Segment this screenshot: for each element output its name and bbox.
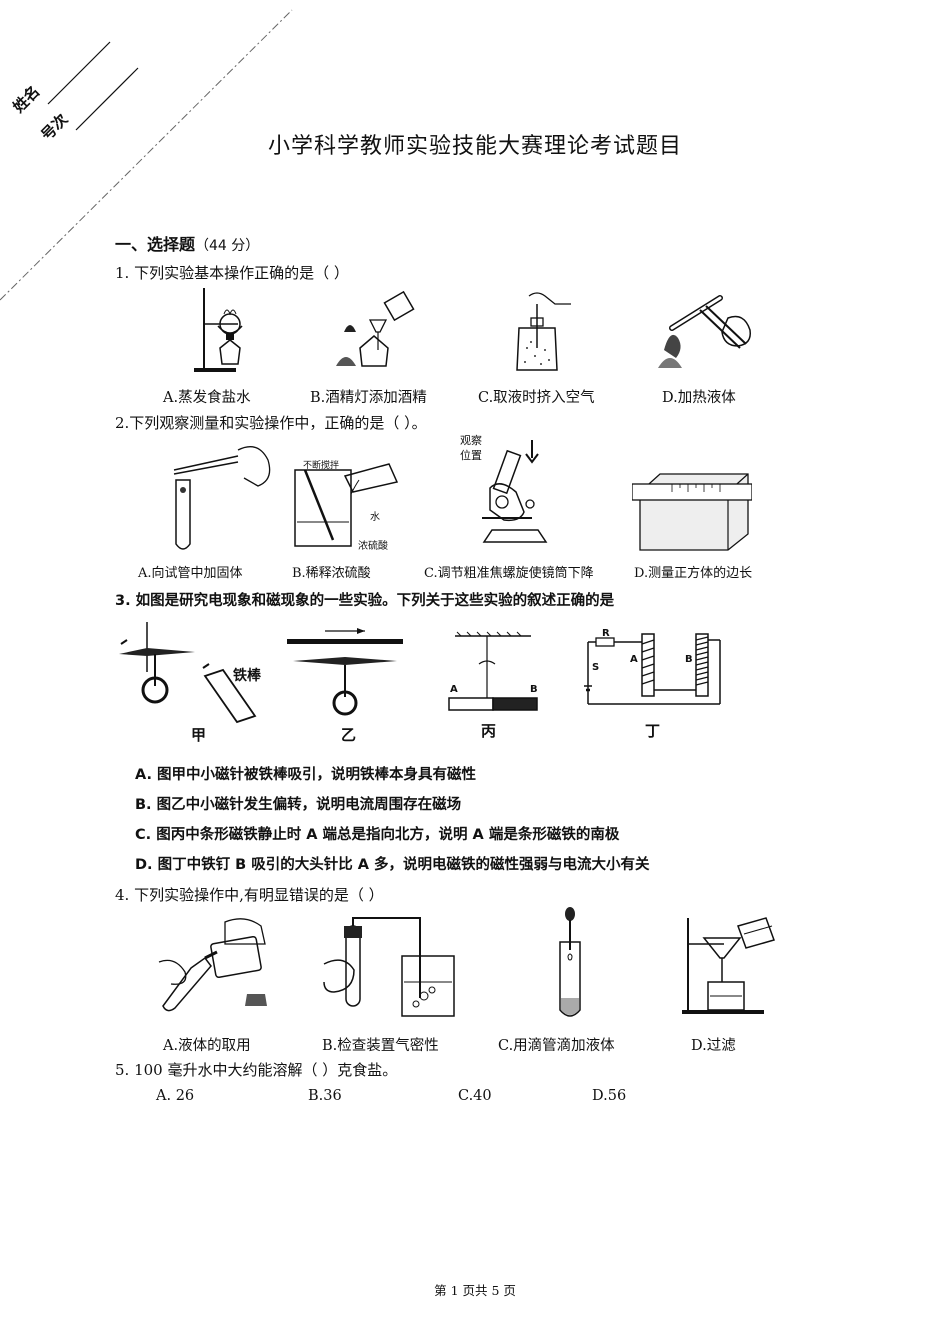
- q3-label-b-bing: B: [530, 684, 538, 695]
- q1-figure-b-add-alcohol: [330, 290, 440, 375]
- q4-figure-c-dropper: [550, 906, 590, 1021]
- q3-label-s: S: [592, 662, 600, 673]
- q1-caption-b: B.酒精灯添加酒精: [310, 390, 427, 406]
- q1-figure-a-evaporation: [190, 284, 260, 374]
- q2-label-acid: 浓硫酸: [358, 541, 388, 552]
- question-3-stem: 3. 如图是研究电现象和磁现象的一些实验。下列关于这些实验的叙述正确的是: [115, 593, 615, 609]
- q2-label-observe: 观察: [460, 434, 482, 447]
- binding-line-graphic: [0, 9, 293, 301]
- q5-option-b: B.36: [308, 1088, 342, 1104]
- q1-caption-d: D.加热液体: [662, 390, 736, 406]
- q5-option-d: D.56: [592, 1088, 627, 1104]
- q2-figure-a-add-solid: [168, 432, 273, 557]
- page-number-footer: 第 1 页共 5 页: [434, 1283, 516, 1298]
- q1-caption-c: C.取液时挤入空气: [478, 390, 595, 406]
- q1-figure-d-heat-liquid: [650, 288, 755, 378]
- question-1-stem: 1. 下列实验基本操作正确的是（ ）: [115, 264, 349, 282]
- question-4-stem: 4. 下列实验操作中,有明显错误的是（ ）: [115, 886, 384, 904]
- q5-option-a: A. 26: [156, 1088, 195, 1104]
- q4-figure-b-airtight-check: [320, 912, 460, 1022]
- q4-caption-a: A.液体的取用: [163, 1038, 251, 1054]
- q2-label-position: 位置: [460, 449, 482, 462]
- binding-corner: [0, 0, 300, 314]
- q3-caption-ding: 丁: [645, 722, 661, 740]
- q3-option-d: D. 图丁中铁钉 B 吸引的大头针比 A 多，说明电磁铁的磁性强弱与电流大小有关: [135, 857, 650, 873]
- q3-label-a-bing: A: [450, 684, 458, 695]
- q3-option-c: C. 图丙中条形磁铁静止时 A 端总是指向北方，说明 A 端是条形磁铁的南极: [135, 827, 620, 843]
- q4-figure-a-liquid-take: [155, 912, 285, 1017]
- q3-label-a-ding: A: [630, 654, 638, 665]
- q3-label-r: R: [602, 628, 610, 639]
- q3-option-b: B. 图乙中小磁针发生偏转，说明电流周围存在磁场: [135, 797, 462, 813]
- q2-caption-c: C.调节粗准焦螺旋使镜筒下降: [424, 566, 594, 581]
- q4-caption-d: D.过滤: [691, 1038, 736, 1054]
- q3-caption-bing: 丙: [481, 722, 497, 740]
- section-points: （44 分）: [195, 238, 260, 254]
- q5-option-c: C.40: [458, 1088, 492, 1104]
- q2-caption-d: D.测量正方体的边长: [634, 566, 753, 581]
- question-5-stem: 5. 100 毫升水中大约能溶解（ ）克食盐。: [115, 1061, 398, 1079]
- q1-figure-c-dropper: [505, 290, 575, 375]
- q2-caption-a: A.向试管中加固体: [138, 566, 243, 581]
- q2-figure-d-measure-cube: [632, 470, 752, 555]
- q2-label-stir: 不断搅拌: [303, 461, 340, 471]
- exam-title: 小学科学教师实验技能大赛理论考试题目: [267, 134, 682, 159]
- q3-figure-jia: [115, 620, 275, 725]
- q3-figure-yi: [285, 625, 405, 720]
- q3-figure-ding: [580, 630, 725, 710]
- q2-caption-b: B.稀释浓硫酸: [292, 566, 371, 581]
- q3-caption-yi: 乙: [341, 726, 357, 744]
- q2-figure-c-microscope: [462, 430, 557, 555]
- q4-figure-d-filtration: [680, 912, 780, 1017]
- q3-figure-bing: [445, 630, 545, 715]
- section-heading: 一、选择题（44 分）: [115, 231, 259, 255]
- q4-caption-c: C.用滴管滴加液体: [498, 1038, 615, 1054]
- q3-option-a: A. 图甲中小磁针被铁棒吸引，说明铁棒本身具有磁性: [135, 767, 477, 783]
- q3-label-b-ding: B: [685, 654, 693, 665]
- section-heading-text: 一、选择题: [115, 235, 196, 254]
- q2-label-water: 水: [370, 512, 380, 523]
- question-2-stem: 2.下列观察测量和实验操作中，正确的是（ ）。: [115, 414, 427, 432]
- q3-caption-jia: 甲: [191, 726, 207, 744]
- q3-label-iron-rod: 铁棒: [233, 668, 261, 684]
- q2-figure-b-dilute-acid: [293, 452, 403, 552]
- q1-caption-a: A.蒸发食盐水: [163, 390, 251, 406]
- q4-caption-b: B.检查装置气密性: [322, 1038, 439, 1054]
